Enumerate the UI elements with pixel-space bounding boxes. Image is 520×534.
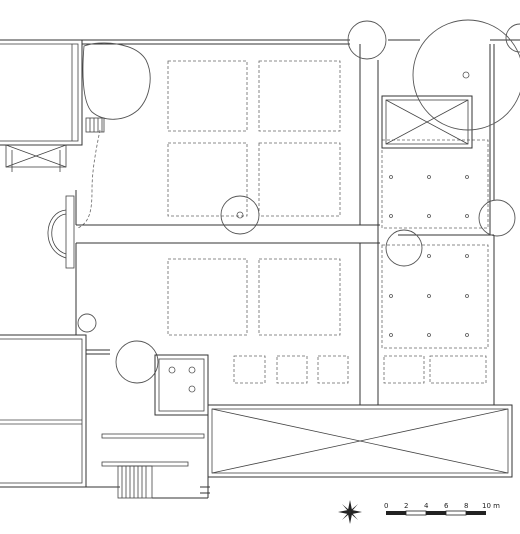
left-upper-building: [0, 39, 83, 146]
tree-ne-small: [347, 20, 387, 60]
south-staircase: [117, 465, 153, 499]
north-arrow: [338, 500, 362, 524]
tree-trunks: [236, 71, 470, 337]
scale-tick-8: 8: [464, 502, 468, 510]
garden-path-curve: [77, 129, 101, 229]
scale-tick-2: 2: [404, 502, 408, 510]
scale-tick-0: 0: [384, 502, 388, 510]
tree-south: [115, 340, 159, 384]
scale-tick-6: 6: [444, 502, 449, 510]
internal-paths: [75, 44, 495, 405]
arched-niche: [47, 195, 75, 269]
pavilion: [381, 95, 473, 149]
small-stair: [85, 117, 105, 133]
tree-east: [478, 199, 516, 237]
scale-tick-10m: 10 m: [482, 502, 500, 510]
left-entry-structure: [5, 144, 67, 172]
compass-rose-icon: [338, 500, 362, 524]
scale-tick-4: 4: [424, 502, 429, 510]
lower-walls: [86, 349, 494, 406]
small-tree: [77, 313, 97, 333]
tree-canopy: [82, 42, 151, 120]
garden-boundary: [82, 39, 520, 235]
tree-edge: [505, 23, 520, 53]
tree-orchard: [385, 229, 423, 267]
tree-mid: [220, 195, 260, 235]
south-building: [207, 404, 513, 478]
tree-large-ne: [412, 19, 520, 131]
trees: [115, 19, 520, 384]
scale-bar: 0 2 4 6 8 10 m: [384, 502, 500, 516]
small-courtyard: [154, 354, 209, 416]
orchard-areas: [381, 139, 489, 349]
south-walls: [86, 433, 210, 499]
planting-beds-lower: [167, 258, 487, 384]
planting-beds-upper: [167, 60, 341, 217]
left-lower-building: [0, 334, 87, 488]
